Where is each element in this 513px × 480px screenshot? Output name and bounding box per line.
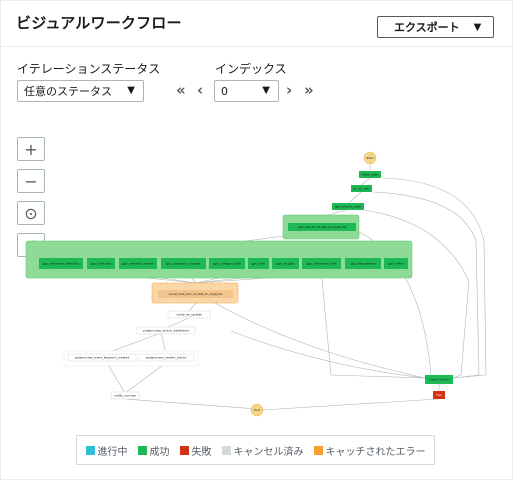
status-legend: 進行中 成功 失敗 キャンセル済み キャッチされたエラー — [76, 435, 435, 465]
center-graph-button[interactable]: ⊙ — [17, 201, 45, 225]
postprocess-df-label: postprocess_article_dataframe — [143, 329, 189, 333]
plus-icon: + — [24, 139, 38, 159]
next-page-icon[interactable]: › — [286, 81, 293, 99]
postprocess-trend-label: postprocess_trend_keyword_created — [75, 356, 130, 360]
concat-label: concat_data_from_ml_data_for_single_file — [169, 292, 223, 296]
notify-start-label: notify_start — [361, 173, 379, 177]
gpu-node-8-label: gpu_advanced_sent — [307, 262, 338, 266]
gpu-node-10[interactable] — [384, 258, 408, 269]
target-icon: ⊙ — [24, 203, 38, 223]
export-button[interactable]: エクスポート ▼ — [377, 16, 494, 38]
postprocess-trend-node[interactable] — [67, 353, 137, 362]
legend-swatch — [313, 445, 323, 455]
verify-label: verify_es_update — [176, 313, 202, 317]
start-node-label: Start — [366, 156, 374, 160]
legend-label: キャンセル済み — [233, 446, 304, 458]
notify-start-node[interactable] — [359, 171, 381, 178]
gpu-node-8[interactable] — [302, 258, 341, 269]
legend-item: キャンセル済み — [221, 443, 304, 458]
index-select[interactable]: 0 ▼ — [214, 80, 279, 102]
gpu-node-4-label: gpu_category_concept — [166, 262, 201, 266]
legend-item: キャッチされたエラー — [313, 443, 426, 458]
gpu-node-6[interactable] — [248, 258, 269, 269]
index-label: インデックス — [215, 62, 287, 76]
zoom-out-button[interactable]: − — [17, 169, 45, 193]
gpu-node-1[interactable] — [39, 258, 83, 269]
postprocess-similar-label: postprocess_similar_article — [146, 356, 187, 360]
notify-success-node[interactable] — [110, 391, 140, 400]
zoom-in-button[interactable]: + — [17, 137, 45, 161]
gpu-node-9[interactable] — [345, 258, 381, 269]
gpu-node-5-label: gpu_category_title — [213, 262, 241, 266]
caret-down-icon: ▼ — [473, 21, 482, 33]
gpu-node-2[interactable] — [87, 258, 115, 269]
gpu-node-7[interactable] — [272, 258, 299, 269]
caret-down-icon: ▼ — [262, 85, 270, 96]
fail-node-label: Fail — [437, 393, 442, 397]
gpu-node-6-label: gpu_lenh — [252, 262, 266, 266]
last-page-icon[interactable]: » — [304, 81, 314, 99]
legend-swatch — [85, 445, 95, 455]
workflow-graph[interactable]: Start notify_start pv_url_get get_articl… — [1, 131, 512, 431]
legend-label: キャッチされたエラー — [325, 446, 426, 458]
legend-label: 成功 — [149, 446, 170, 458]
legend-item: 成功 — [137, 443, 170, 458]
gpu-node-1-label: gpu_sentence_detection — [43, 262, 80, 266]
end-node-label: End — [254, 408, 260, 412]
pv-url-label: pv_url_get — [353, 187, 369, 191]
iteration-status-value: 任意のステータス — [24, 85, 112, 98]
notify-failure-node[interactable] — [425, 375, 453, 384]
postprocess-similar-node[interactable] — [137, 353, 195, 362]
gpu-node-4[interactable] — [161, 258, 206, 269]
get-articles-label: get_articles_path — [335, 205, 361, 209]
panel-title: ビジュアルワークフロー — [16, 14, 182, 32]
first-page-icon[interactable]: « — [176, 81, 186, 99]
export-button-label: エクスポート — [394, 21, 460, 34]
gpu-node-9-label: gpu_factualness — [351, 262, 376, 266]
gpu-node-10-label: gpu_refine — [388, 262, 404, 266]
panel-header: ビジュアルワークフロー エクスポート ▼ — [1, 1, 512, 47]
legend-swatch — [137, 445, 147, 455]
postprocess-df-node[interactable] — [136, 326, 196, 335]
start-node[interactable] — [363, 151, 377, 165]
end-node[interactable] — [250, 403, 264, 417]
caret-down-icon: ▼ — [127, 85, 135, 96]
pv-url-node[interactable] — [351, 185, 372, 192]
gpu-node-3[interactable] — [119, 258, 157, 269]
gpu-node-5[interactable] — [209, 258, 245, 269]
graph-edges — [58, 164, 487, 411]
gpu-node-3-label: gpu_semantic_vector — [122, 262, 155, 266]
iteration-status-label: イテレーションステータス — [17, 62, 161, 76]
split-label: split_data_for_ml_data_for_single_file — [298, 225, 347, 229]
legend-item: 進行中 — [85, 443, 128, 458]
legend-swatch — [221, 445, 231, 455]
legend-label: 失敗 — [191, 446, 212, 458]
legend-label: 進行中 — [97, 446, 128, 458]
split-node[interactable] — [288, 223, 356, 231]
minus-icon: − — [24, 171, 38, 191]
verify-node[interactable] — [167, 310, 211, 319]
index-value: 0 — [221, 84, 228, 98]
notify-failure-label: notify_failure — [429, 378, 449, 382]
concat-node[interactable] — [158, 290, 233, 298]
gpu-node-2-label: gpu_tokenize — [91, 262, 111, 266]
get-articles-node[interactable] — [332, 203, 364, 210]
iteration-status-select[interactable]: 任意のステータス ▼ — [17, 80, 144, 102]
fail-node[interactable] — [433, 391, 445, 399]
legend-item: 失敗 — [179, 443, 212, 458]
gpu-node-7-label: gpu_singlist — [277, 262, 296, 266]
legend-swatch — [179, 445, 189, 455]
notify-success-label: notify_success — [114, 394, 136, 398]
previous-page-icon[interactable]: ‹ — [197, 81, 204, 99]
